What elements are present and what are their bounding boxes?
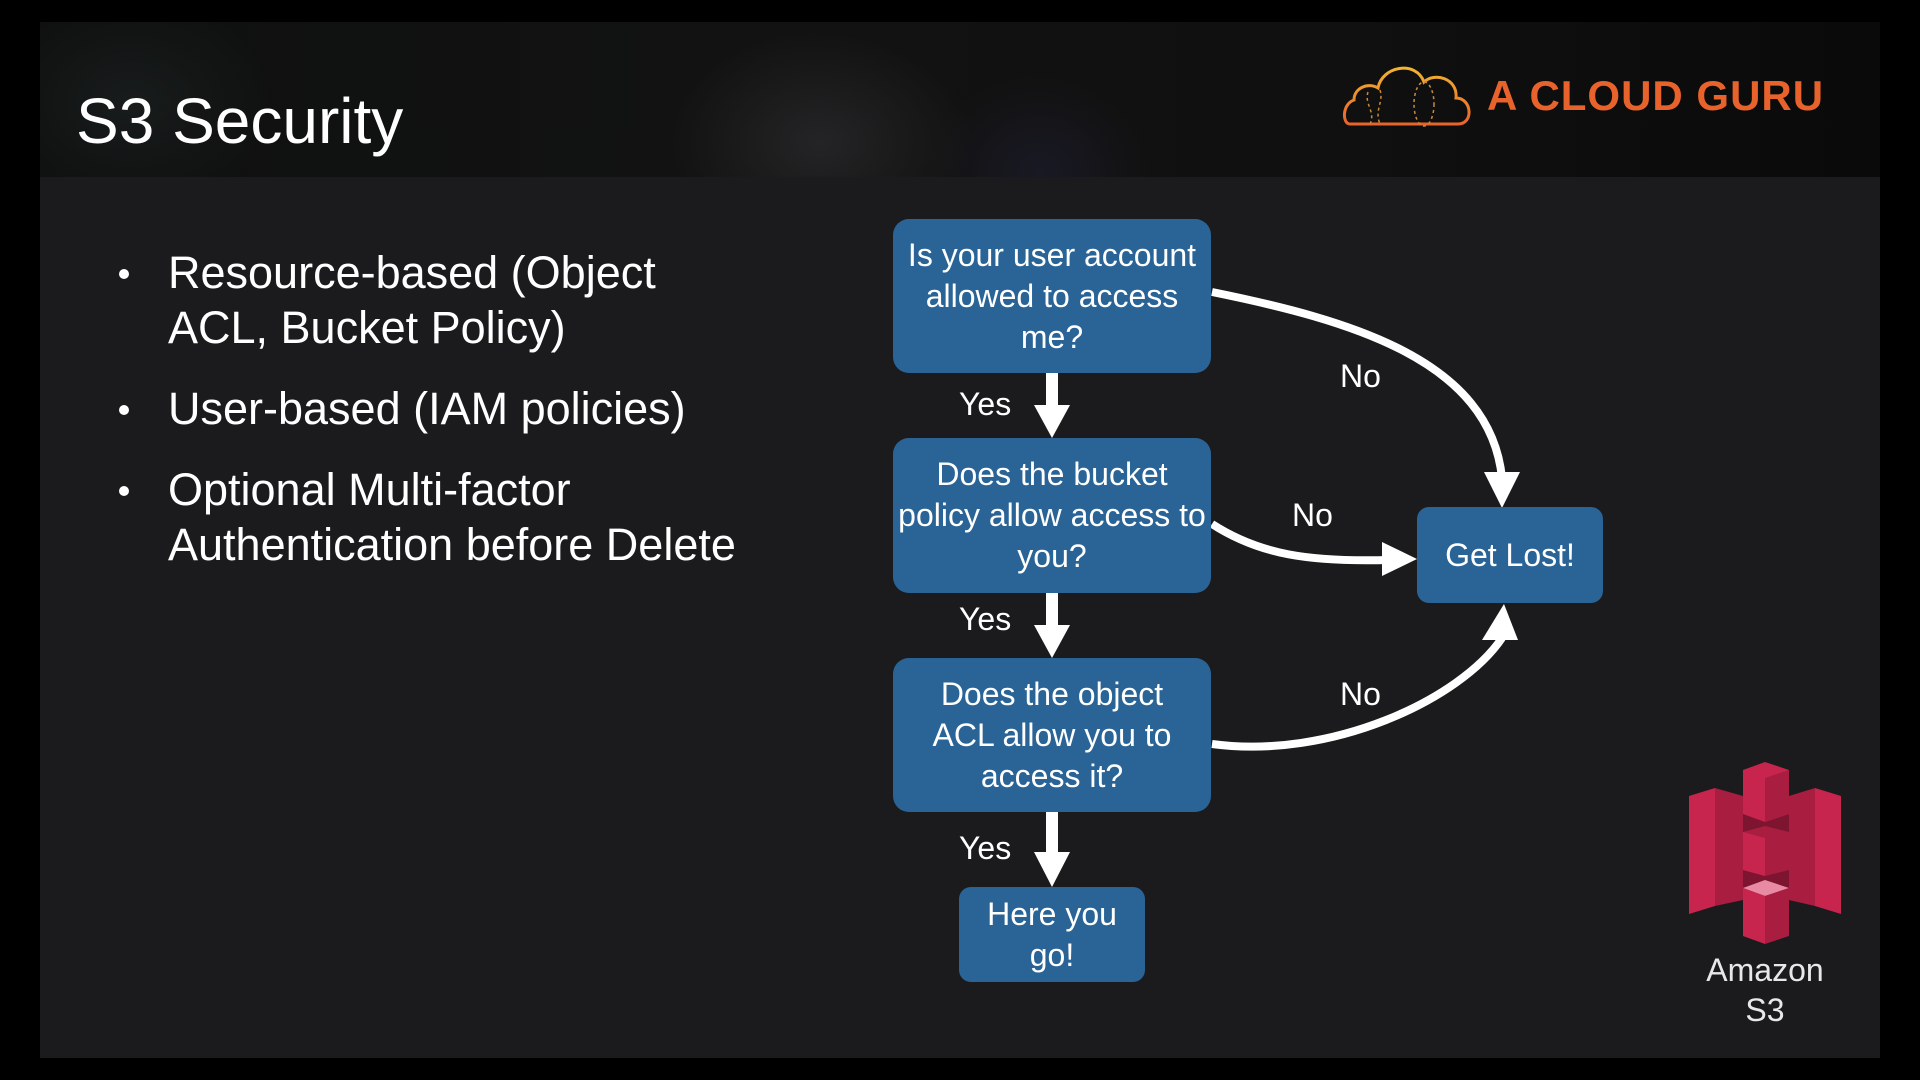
bullet-text: Optional Multi-factor Authentication bef… [168, 464, 736, 570]
bullet-text: User-based (IAM policies) [168, 383, 686, 434]
label-q2-yes: Yes [959, 601, 1012, 637]
bullet-dot [119, 486, 129, 496]
label-q1-no: No [1340, 358, 1381, 394]
node-get-lost: Get Lost! [1417, 507, 1603, 603]
brand-name: A CLOUD GURU [1487, 72, 1825, 119]
label-q1-yes: Yes [959, 386, 1012, 422]
label-q3-yes: Yes [959, 830, 1012, 866]
arrow-q3-no [1211, 604, 1518, 751]
cloud-logo-icon [1343, 66, 1471, 127]
slide-header: S3 Security [40, 22, 1880, 177]
bullet-dot [119, 269, 129, 279]
arrow-q1-no [1211, 288, 1520, 508]
bullet-item: Resource-based (Object ACL, Bucket Polic… [110, 245, 750, 355]
brand-logo: A CLOUD GURU [1300, 52, 1840, 142]
node-text: Get Lost! [1445, 536, 1575, 573]
label-q3-no: No [1340, 676, 1381, 712]
label-q2-no: No [1292, 497, 1333, 533]
node-text: Here you go! [987, 895, 1117, 973]
arrow-q2-yes [1034, 593, 1070, 658]
bullet-list: Resource-based (Object ACL, Bucket Polic… [110, 245, 750, 598]
slide-title: S3 Security [76, 85, 404, 157]
node-object-acl-check: Does the object ACL allow you to access … [893, 658, 1211, 812]
node-text: Is your user account allowed to access m… [907, 236, 1197, 355]
node-here-you-go: Here you go! [959, 887, 1145, 982]
amazon-s3-icon [1689, 762, 1841, 944]
arrow-q3-yes [1034, 812, 1070, 887]
arrow-q2-no [1209, 520, 1417, 576]
arrow-q1-yes [1034, 373, 1070, 438]
node-text: Does the bucket policy allow access to y… [898, 456, 1206, 574]
amazon-s3-label: Amazon S3 [1706, 952, 1824, 1028]
bullet-text: Resource-based (Object ACL, Bucket Polic… [168, 247, 656, 353]
node-bucket-policy-check: Does the bucket policy allow access to y… [893, 438, 1211, 593]
node-user-account-check: Is your user account allowed to access m… [893, 219, 1211, 373]
bullet-item: User-based (IAM policies) [110, 381, 750, 436]
bullet-dot [119, 405, 129, 415]
node-text: Does the object ACL allow you to access … [932, 675, 1172, 794]
bullet-item: Optional Multi-factor Authentication bef… [110, 462, 750, 572]
